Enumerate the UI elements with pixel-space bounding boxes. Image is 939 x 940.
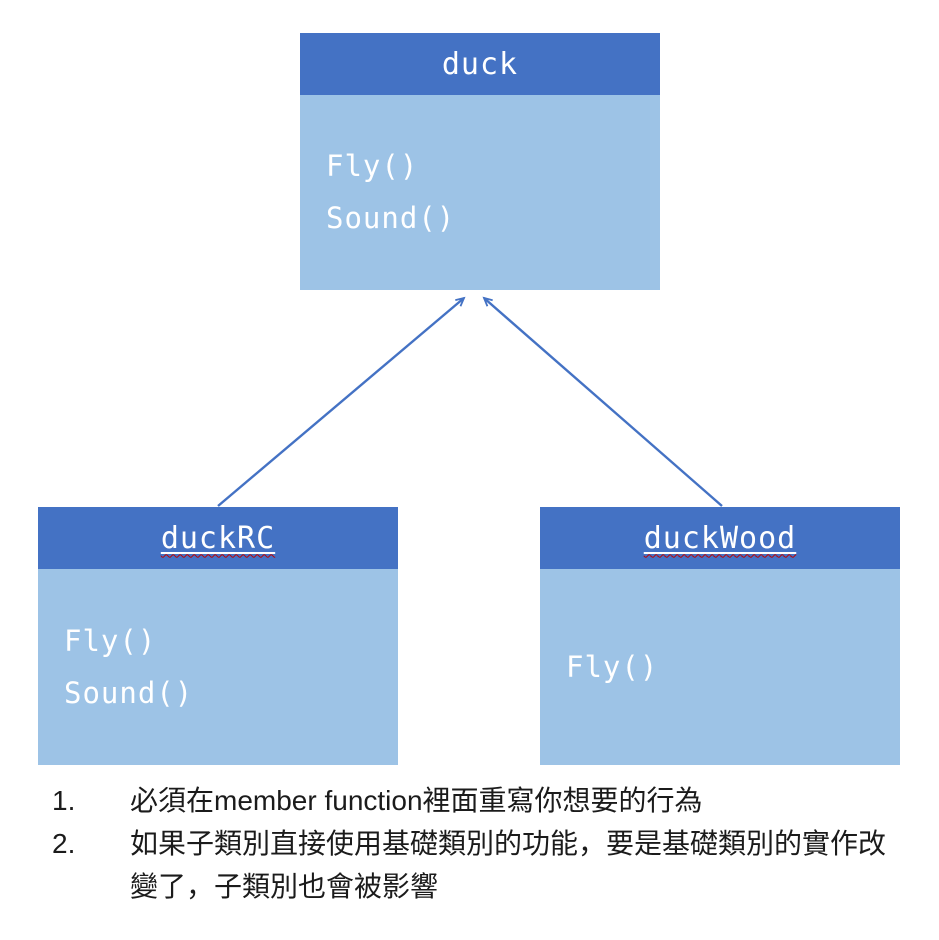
note-number: 1. <box>52 785 76 816</box>
class-box-duckrc: duckRC Fly() Sound() <box>38 507 398 765</box>
class-title-duck: duck <box>441 46 519 82</box>
class-header-duck: duck <box>300 33 660 95</box>
note-number: 2. <box>52 828 76 859</box>
spellcheck-squiggle: duckRC <box>161 521 275 556</box>
note-item-1: 1. 必須在member function裡面重寫你想要的行為 <box>52 779 902 822</box>
class-body-duckwood: Fly() <box>540 569 900 765</box>
notes-list: 1. 必須在member function裡面重寫你想要的行為 2. 如果子類別… <box>52 779 902 908</box>
class-body-duck: Fly() Sound() <box>300 95 660 290</box>
class-header-duckwood: duckWood <box>540 507 900 569</box>
spellcheck-squiggle: duckWood <box>644 521 797 556</box>
class-title-duckrc: duckRC <box>160 520 276 556</box>
class-title-duckwood: duckWood <box>643 520 797 556</box>
arrow-duckrc-to-duck <box>217 296 466 507</box>
class-header-duckrc: duckRC <box>38 507 398 569</box>
member-sound: Sound() <box>64 675 194 710</box>
member-fly: Fly() <box>326 149 419 183</box>
class-box-duckwood: duckWood Fly() <box>540 507 900 765</box>
member-sound: Sound() <box>326 201 456 235</box>
note-text: 如果子類別直接使用基礎類別的功能，要是基礎類別的實作改變了，子類別也會被影響 <box>130 828 887 902</box>
arrow-duckwood-to-duck <box>482 296 723 507</box>
note-text: 必須在member function裡面重寫你想要的行為 <box>130 785 703 816</box>
member-fly: Fly() <box>64 623 157 658</box>
class-body-duckrc: Fly() Sound() <box>38 569 398 765</box>
note-item-2: 2. 如果子類別直接使用基礎類別的功能，要是基礎類別的實作改變了，子類別也會被影… <box>52 822 902 908</box>
member-fly: Fly() <box>566 649 659 684</box>
class-box-duck: duck Fly() Sound() <box>300 33 660 290</box>
